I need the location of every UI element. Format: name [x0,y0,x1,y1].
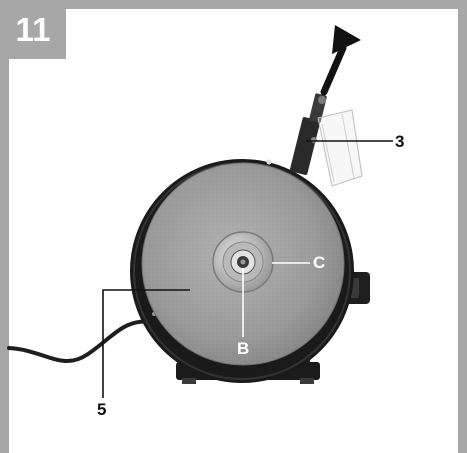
callout-label-3: 3 [395,132,405,151]
wheel-flange [212,231,274,293]
callout-label-5: 5 [97,400,107,419]
power-cord [7,319,154,364]
guard-screw [266,159,272,165]
leader-5 [102,289,190,398]
leader-lines [102,140,393,398]
callout-label-b: B [237,339,250,358]
arrow-up-right-icon [320,25,361,96]
figure-number-badge: 11 [0,0,66,59]
eye-shield-assembly [289,93,363,187]
callout-label-c: C [313,253,326,272]
